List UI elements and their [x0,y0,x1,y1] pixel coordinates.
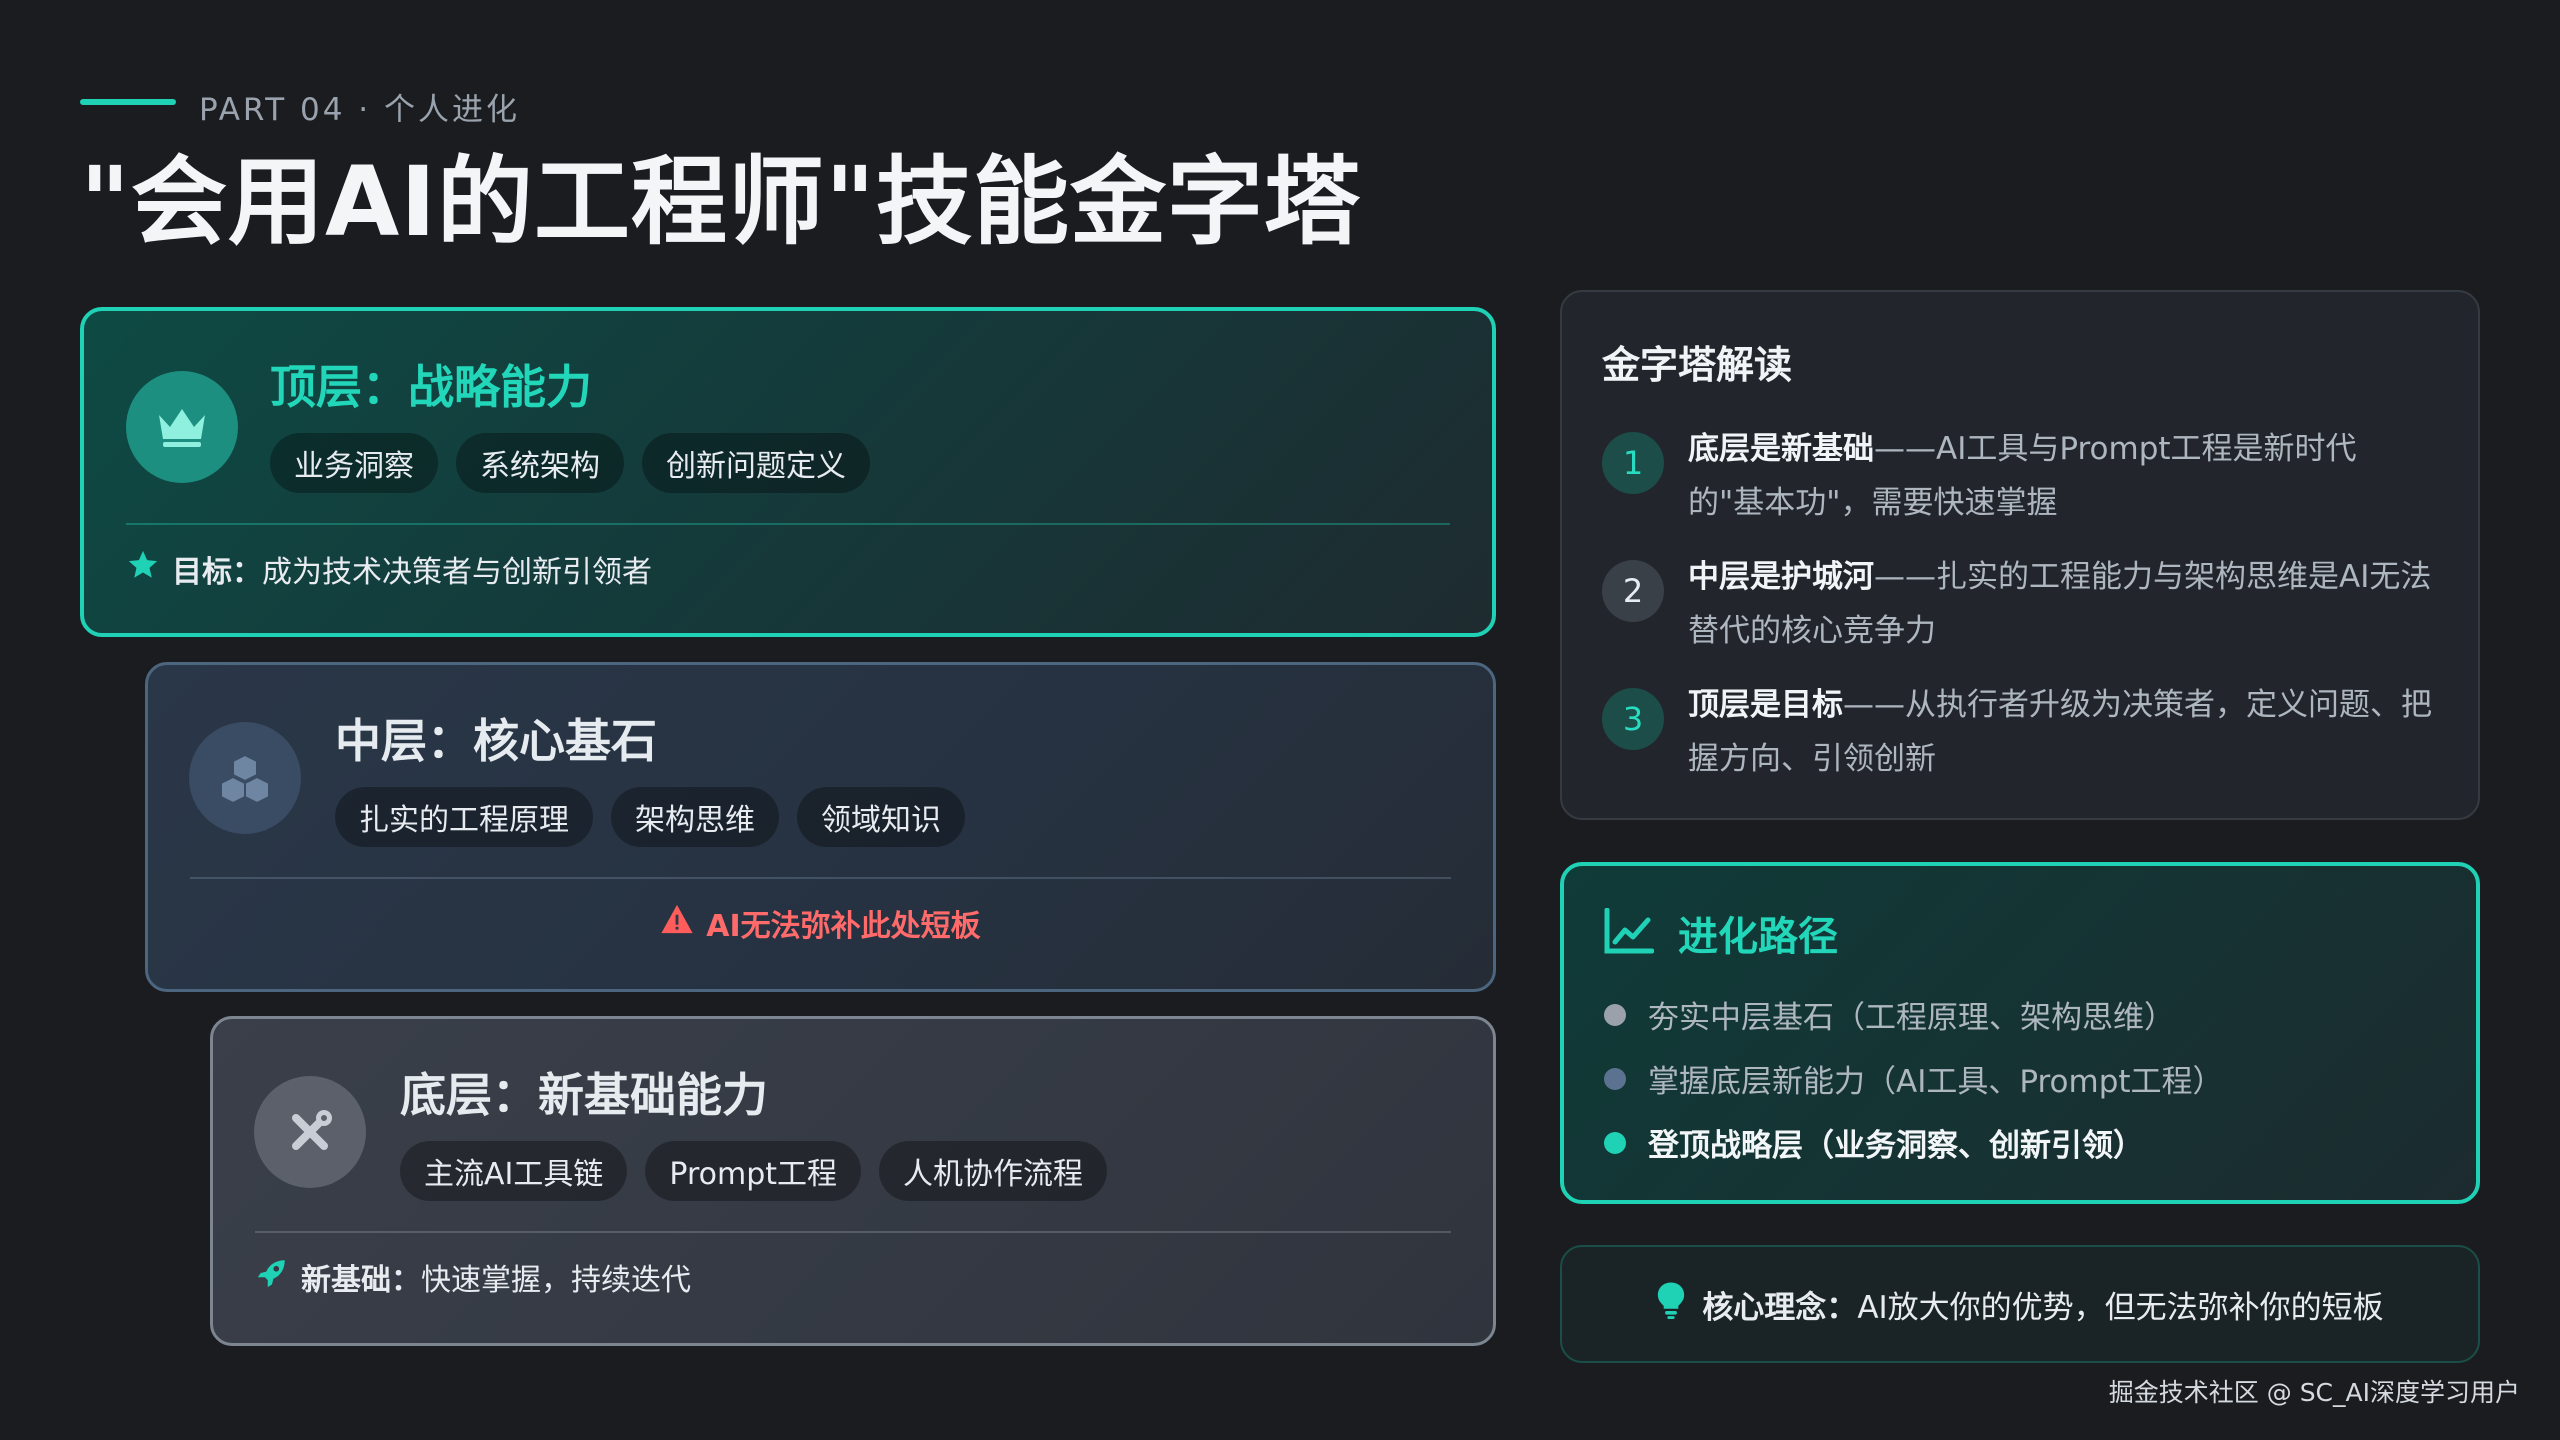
page-title: "会用AI的工程师"技能金字塔 [80,146,1362,258]
item-heading: 顶层是目标 [1688,687,1843,723]
tools-icon [254,1076,366,1188]
tag: 扎实的工程原理 [335,787,593,847]
goal-text: 成为技术决策者与创新引领者 [262,555,652,590]
tag: 业务洞察 [270,433,438,493]
accent-line [80,99,176,105]
top-layer-tags: 业务洞察 系统架构 创新问题定义 [270,433,870,493]
bottom-layer-tags: 主流AI工具链 Prompt工程 人机协作流程 [400,1141,1107,1201]
pyramid-middle-layer: 中层：核心基石 扎实的工程原理 架构思维 领域知识 AI无法弥补此处短板 [145,662,1496,992]
cubes-icon [189,722,301,834]
top-layer-goal: 目标：成为技术决策者与创新引领者 [126,547,652,591]
section-label: PART 04 · 个人进化 [199,92,520,128]
interpretation-title: 金字塔解读 [1602,343,1793,387]
note-label: 新基础： [301,1263,421,1298]
top-layer-title: 顶层：战略能力 [270,360,592,414]
crown-icon [126,371,238,483]
interpretation-item: 2 中层是护城河——扎实的工程能力与架构思维是AI无法替代的核心竞争力 [1602,550,2432,658]
number-badge: 1 [1602,432,1664,494]
pyramid-top-layer: 顶层：战略能力 业务洞察 系统架构 创新问题定义 目标：成为技术决策者与创新引领… [80,307,1496,637]
interpretation-item: 1 底层是新基础——AI工具与Prompt工程是新时代的"基本功"，需要快速掌握 [1602,422,2432,530]
note-text: 快速掌握，持续迭代 [421,1263,691,1298]
tag: 创新问题定义 [642,433,870,493]
pyramid-bottom-layer: 底层：新基础能力 主流AI工具链 Prompt工程 人机协作流程 新基础：快速掌… [210,1016,1496,1346]
middle-layer-warning: AI无法弥补此处短板 [148,901,1493,945]
path-step: 登顶战略层（业务洞察、创新引领） [1604,1120,2144,1165]
bullet-dot [1604,1131,1626,1154]
evolution-path-header: 进化路径 [1604,904,1838,962]
chart-line-icon [1604,907,1655,958]
item-text: ——从执行者升级为决策者，定义问题、把握方向、引领创新 [1688,687,2432,777]
path-step-text: 掌握底层新能力（AI工具、Prompt工程） [1648,1064,2224,1100]
star-icon [126,548,160,590]
path-step: 掌握底层新能力（AI工具、Prompt工程） [1604,1056,2224,1101]
interpretation-item: 3 顶层是目标——从执行者升级为决策者，定义问题、把握方向、引领创新 [1602,678,2432,786]
middle-layer-tags: 扎实的工程原理 架构思维 领域知识 [335,787,965,847]
evolution-path-card: 进化路径 夯实中层基石（工程原理、架构思维） 掌握底层新能力（AI工具、Prom… [1560,862,2480,1204]
watermark: 掘金技术社区 @ SC_AI深度学习用户 [2108,1378,2520,1407]
warning-icon [660,903,694,943]
item-text: ——AI工具与Prompt工程是新时代的"基本功"，需要快速掌握 [1688,431,2357,521]
core-idea-card: 核心理念：AI放大你的优势，但无法弥补你的短板 [1560,1245,2480,1363]
core-idea-label: 核心理念： [1702,1289,1858,1326]
warning-text: AI无法弥补此处短板 [706,909,981,944]
path-step-text: 登顶战略层（业务洞察、创新引领） [1648,1128,2144,1164]
divider [190,877,1451,879]
tag: 人机协作流程 [879,1141,1107,1201]
goal-label: 目标： [172,555,262,590]
item-text: ——扎实的工程能力与架构思维是AI无法替代的核心竞争力 [1688,559,2432,649]
path-step-text: 夯实中层基石（工程原理、架构思维） [1648,1000,2175,1036]
bullet-dot [1604,1067,1626,1090]
item-heading: 中层是护城河 [1688,559,1874,595]
bottom-layer-title: 底层：新基础能力 [400,1068,768,1122]
evolution-path-title: 进化路径 [1678,914,1838,960]
tag: 系统架构 [456,433,624,493]
divider [255,1231,1451,1233]
number-badge: 2 [1602,560,1664,622]
bullet-dot [1604,1003,1626,1026]
middle-layer-title: 中层：核心基石 [335,714,657,768]
tag: 架构思维 [611,787,779,847]
tag: Prompt工程 [645,1141,861,1201]
core-idea-text: AI放大你的优势，但无法弥补你的短板 [1857,1289,2384,1326]
lightbulb-icon [1656,1281,1686,1327]
number-badge: 3 [1602,688,1664,750]
rocket-icon [255,1256,289,1298]
tag: 领域知识 [797,787,965,847]
interpretation-card: 金字塔解读 1 底层是新基础——AI工具与Prompt工程是新时代的"基本功"，… [1560,290,2480,820]
bottom-layer-note: 新基础：快速掌握，持续迭代 [255,1255,691,1299]
divider [126,523,1450,525]
tag: 主流AI工具链 [400,1141,628,1201]
path-step: 夯实中层基石（工程原理、架构思维） [1604,992,2175,1037]
item-heading: 底层是新基础 [1688,431,1874,467]
